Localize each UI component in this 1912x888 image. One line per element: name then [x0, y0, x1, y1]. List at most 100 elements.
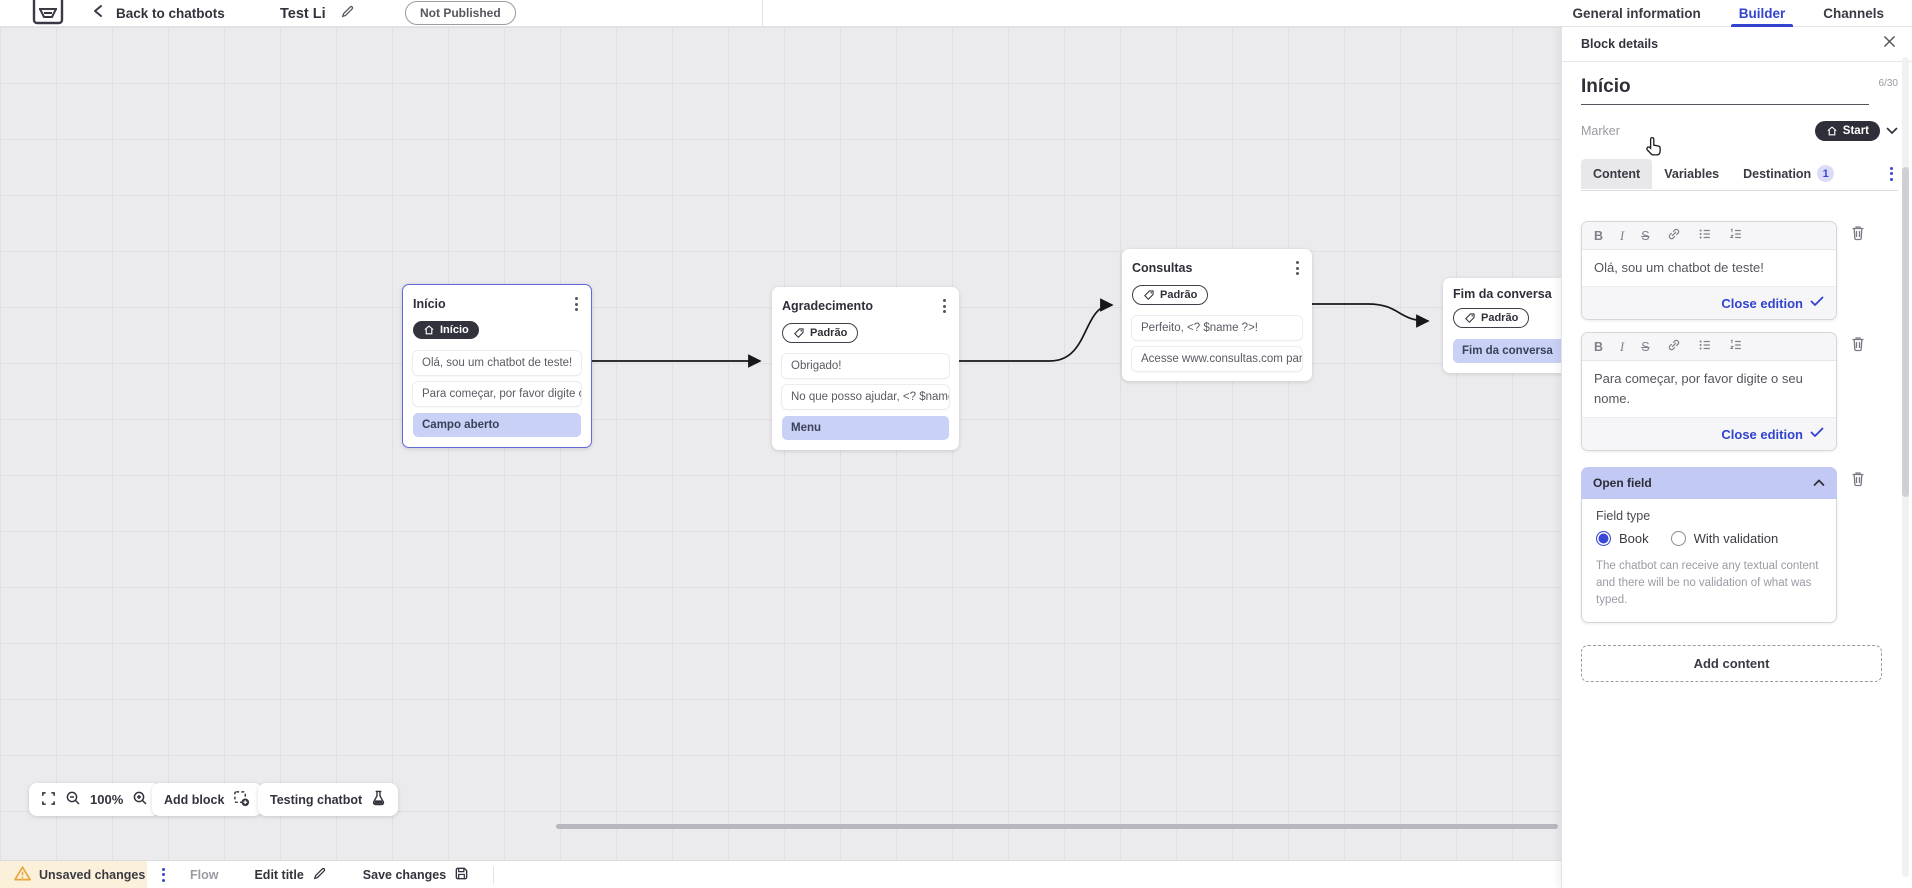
panel-scrollbar-thumb[interactable] [1902, 167, 1909, 497]
panel-title: Block details [1581, 37, 1659, 51]
strikethrough-icon[interactable]: S [1641, 339, 1650, 354]
tab-destination[interactable]: Destination 1 [1731, 157, 1846, 190]
app-logo-icon[interactable] [30, 0, 66, 32]
italic-icon[interactable]: I [1620, 339, 1625, 354]
marker-label: Marker [1581, 124, 1620, 138]
bold-icon[interactable]: B [1594, 228, 1604, 243]
footer-bar: Unsaved changes Flow Edit title Save cha… [0, 860, 1561, 888]
block-menu-item[interactable]: Menu [782, 416, 949, 440]
message-editor: B I S Olá, sou um chatbot de teste! Clos… [1581, 221, 1837, 321]
radio-with-validation[interactable]: With validation [1670, 531, 1778, 547]
block-message[interactable]: Olá, sou um chatbot de teste! [413, 351, 581, 375]
numbered-list-icon[interactable] [1729, 227, 1743, 244]
radio-selected-icon [1596, 531, 1611, 547]
add-block-button[interactable]: Add block [152, 783, 263, 816]
close-edition-button[interactable]: Close edition [1721, 426, 1803, 442]
bullet-list-icon[interactable] [1698, 338, 1712, 355]
block-title: Fim da conversa [1453, 287, 1552, 301]
block-message[interactable]: Perfeito, <? $name ?>! [1132, 316, 1302, 340]
destination-count-badge: 1 [1817, 165, 1835, 182]
status-badge: Not Published [405, 1, 516, 25]
block-menu-icon[interactable] [572, 294, 581, 314]
delete-content-icon[interactable] [1850, 335, 1866, 357]
home-icon [424, 325, 434, 335]
marker-selector[interactable]: Start [1814, 121, 1898, 141]
tab-channels[interactable]: Channels [1823, 6, 1884, 21]
start-marker-pill: Start [1814, 121, 1880, 141]
top-bar: Back to chatbots Test Li Not Published G… [0, 0, 1912, 27]
block-title: Consultas [1132, 261, 1193, 275]
tag-icon [794, 328, 804, 338]
fullscreen-icon[interactable] [41, 791, 56, 809]
close-icon[interactable] [1883, 35, 1896, 53]
open-field-card: Open field Field type Book Wi [1581, 467, 1837, 624]
open-field-header[interactable]: Open field [1581, 467, 1837, 500]
tag-icon [1465, 313, 1475, 323]
add-content-button[interactable]: Add content [1581, 645, 1882, 683]
footer-menu-icon[interactable] [159, 865, 168, 885]
chevron-down-icon [1886, 122, 1898, 140]
block-message[interactable]: Para começar, por favor digite o ... [413, 382, 581, 406]
add-block-label: Add block [164, 792, 225, 807]
field-type-label: Field type [1596, 509, 1651, 524]
save-icon [454, 866, 469, 884]
italic-icon[interactable]: I [1620, 228, 1625, 243]
block-message[interactable]: Acesse www.consultas.com par... [1132, 347, 1302, 371]
bold-icon[interactable]: B [1594, 339, 1604, 354]
panel-tabs-menu-icon[interactable] [1887, 164, 1896, 184]
testing-chatbot-label: Testing chatbot [270, 792, 363, 807]
block-menu-icon[interactable] [1293, 258, 1302, 278]
check-icon [1810, 294, 1824, 312]
tab-variables[interactable]: Variables [1664, 166, 1720, 181]
radio-book[interactable]: Book [1596, 531, 1649, 547]
block-details-panel: Block details 6/30 Marker Start Conten [1561, 27, 1912, 888]
delete-content-icon[interactable] [1850, 224, 1866, 246]
footer-edit-title[interactable]: Edit title [254, 866, 326, 884]
message-text[interactable]: Olá, sou um chatbot de teste! [1582, 250, 1836, 287]
canvas-horizontal-scrollbar[interactable] [556, 824, 1558, 829]
block-message[interactable]: Obrigado! [782, 354, 949, 378]
flow-block-inicio[interactable]: Início Início Olá, sou um chatbot de tes… [402, 284, 592, 448]
footer-flow[interactable]: Flow [190, 867, 219, 882]
tab-general-information[interactable]: General information [1572, 6, 1701, 21]
header-divider [762, 0, 763, 27]
zoom-in-icon[interactable] [132, 790, 148, 809]
back-label: Back to chatbots [116, 6, 225, 21]
tab-content[interactable]: Content [1581, 158, 1653, 189]
editor-toolbar: B I S [1582, 222, 1836, 250]
link-icon[interactable] [1667, 227, 1681, 244]
message-text[interactable]: Para começar, por favor digite o seu nom… [1582, 361, 1836, 418]
home-icon [1827, 126, 1837, 136]
testing-chatbot-button[interactable]: Testing chatbot [258, 783, 399, 816]
radio-unselected-icon [1670, 531, 1686, 547]
close-edition-button[interactable]: Close edition [1721, 295, 1803, 311]
delete-content-icon[interactable] [1850, 470, 1866, 492]
numbered-list-icon[interactable] [1729, 338, 1743, 355]
block-message[interactable]: No que posso ajudar, <? $name ... [782, 385, 949, 409]
tab-builder[interactable]: Builder [1730, 0, 1793, 27]
flask-icon [371, 790, 386, 809]
zoom-out-icon[interactable] [65, 790, 81, 809]
back-to-chatbots[interactable]: Back to chatbots [92, 0, 225, 27]
add-block-icon [233, 790, 250, 810]
pencil-icon [312, 866, 327, 884]
message-editor: B I S Para começar, por favor digite o s… [1581, 332, 1837, 452]
block-marker-start: Início [413, 321, 479, 339]
footer-divider [493, 865, 495, 884]
top-tabs: General information Builder Channels [1572, 0, 1884, 27]
bullet-list-icon[interactable] [1698, 227, 1712, 244]
block-open-field-item[interactable]: Campo aberto [413, 413, 581, 437]
zoom-controls: 100% [29, 783, 161, 816]
edit-title-pencil-icon[interactable] [340, 4, 355, 24]
block-menu-icon[interactable] [940, 296, 949, 316]
block-title: Agradecimento [782, 299, 873, 313]
strikethrough-icon[interactable]: S [1641, 228, 1650, 243]
flow-block-agradecimento[interactable]: Agradecimento Padrão Obrigado! No que po… [772, 287, 959, 450]
link-icon[interactable] [1667, 338, 1681, 355]
flow-block-consultas[interactable]: Consultas Padrão Perfeito, <? $name ?>! … [1122, 249, 1312, 381]
footer-save-changes[interactable]: Save changes [363, 866, 469, 884]
block-title: Início [413, 297, 446, 311]
block-marker-default: Padrão [1453, 308, 1530, 328]
editor-toolbar: B I S [1582, 333, 1836, 362]
block-name-input[interactable] [1581, 76, 1869, 105]
